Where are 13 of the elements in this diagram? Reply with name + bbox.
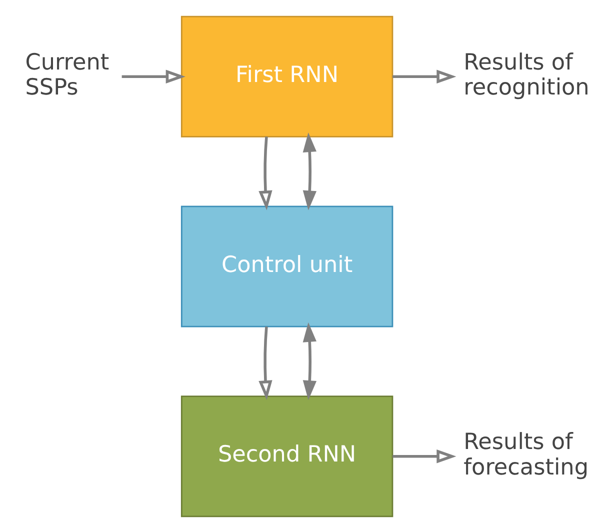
node-text: Current SSPs <box>25 48 110 100</box>
arrow <box>122 69 186 83</box>
arrow <box>302 132 317 210</box>
arrow <box>258 136 272 210</box>
node-box: Control unit <box>180 205 394 327</box>
node-text: Results of forecasting <box>464 428 588 480</box>
arrow <box>392 69 456 83</box>
arrow <box>302 322 317 400</box>
node-box: Second RNN <box>180 395 394 517</box>
arrow <box>392 449 456 463</box>
node-text: Results of recognition <box>464 48 590 100</box>
arrow <box>258 326 272 400</box>
node-box: First RNN <box>180 15 394 137</box>
